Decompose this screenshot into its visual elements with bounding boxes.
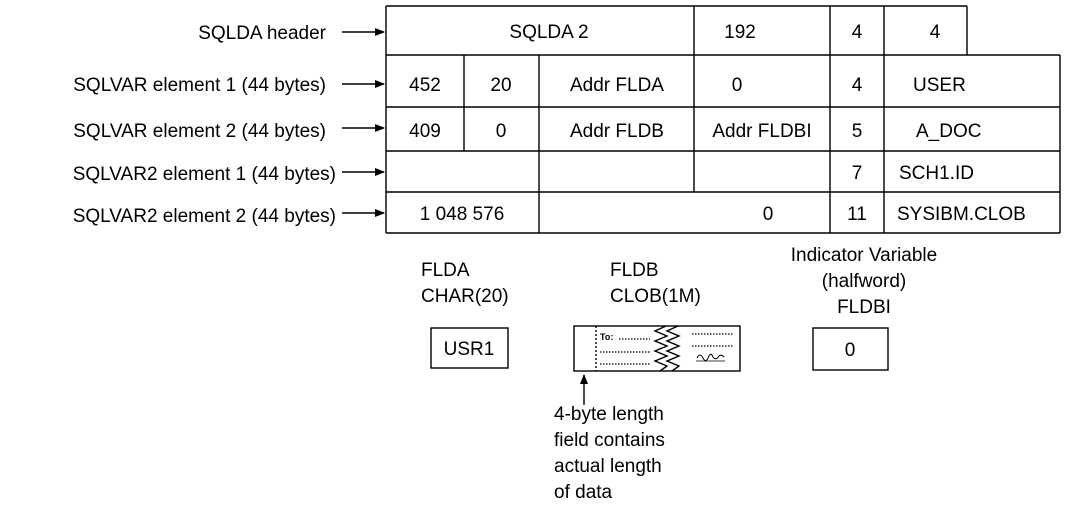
sqlvar2-type: 409 bbox=[409, 121, 441, 142]
row-label-sqlvar-2: SQLVAR element 2 (44 bytes) bbox=[73, 121, 326, 142]
indicator-name: FLDBI bbox=[837, 297, 891, 318]
row-label-sqlvar-1: SQLVAR element 1 (44 bytes) bbox=[73, 75, 326, 96]
length-note-line1: 4-byte length bbox=[554, 404, 664, 425]
length-note-line2: field contains bbox=[554, 430, 665, 451]
flda-name: FLDA bbox=[421, 260, 470, 281]
fldb-type: CLOB(1M) bbox=[610, 286, 701, 307]
sqlvar2-2-name-length: 11 bbox=[847, 204, 867, 225]
sqlvar2-name-length: 5 bbox=[852, 121, 863, 142]
length-note-line3: actual length bbox=[554, 456, 662, 477]
header-sqldabc: 192 bbox=[724, 22, 756, 43]
row-label-sqlvar2-2: SQLVAR2 element 2 (44 bytes) bbox=[73, 206, 336, 227]
indicator-size: (halfword) bbox=[822, 271, 906, 292]
flda-box bbox=[430, 327, 509, 369]
signature-icon bbox=[696, 353, 725, 362]
flda-type: CHAR(20) bbox=[421, 286, 509, 307]
sqlvar2-1-name-length: 7 bbox=[852, 163, 863, 184]
sqlvar2-data-addr: Addr FLDB bbox=[570, 121, 664, 142]
sqlvar2-2-pointer: 0 bbox=[763, 204, 774, 225]
indicator-box bbox=[812, 327, 889, 371]
flda-value: USR1 bbox=[444, 339, 495, 360]
fldb-clob-box: To: bbox=[573, 325, 741, 372]
sqlvar1-length: 20 bbox=[490, 75, 511, 96]
sqlda-table-grid bbox=[385, 5, 1061, 234]
header-sqldaid: SQLDA 2 bbox=[509, 22, 588, 43]
sqlvar2-1-name: SCH1.ID bbox=[899, 163, 974, 184]
sqlvar1-data-addr: Addr FLDA bbox=[570, 75, 664, 96]
indicator-value: 0 bbox=[845, 340, 856, 361]
header-sqln: 4 bbox=[852, 22, 863, 43]
row-label-sqlvar2-1: SQLVAR2 element 1 (44 bytes) bbox=[73, 164, 336, 185]
sqlvar1-ind-addr: 0 bbox=[732, 75, 743, 96]
length-note-line4: of data bbox=[554, 482, 613, 503]
sqlvar1-name: USER bbox=[913, 75, 966, 96]
sqlvar2-2-name: SYSIBM.CLOB bbox=[897, 204, 1026, 225]
sqlvar2-ind-addr: Addr FLDBI bbox=[712, 121, 811, 142]
fldb-letter-to: To: bbox=[600, 332, 613, 342]
fldb-name: FLDB bbox=[610, 260, 659, 281]
header-sqld: 4 bbox=[930, 22, 941, 43]
sqlvar2-2-long-length: 1 048 576 bbox=[420, 204, 505, 225]
indicator-title: Indicator Variable bbox=[791, 245, 937, 266]
sqlvar1-type: 452 bbox=[409, 75, 441, 96]
sqlvar2-length: 0 bbox=[496, 121, 507, 142]
sqlvar1-name-length: 4 bbox=[852, 75, 863, 96]
row-label-sqlda-header: SQLDA header bbox=[198, 23, 326, 44]
sqlvar2-name: A_DOC bbox=[916, 121, 981, 142]
